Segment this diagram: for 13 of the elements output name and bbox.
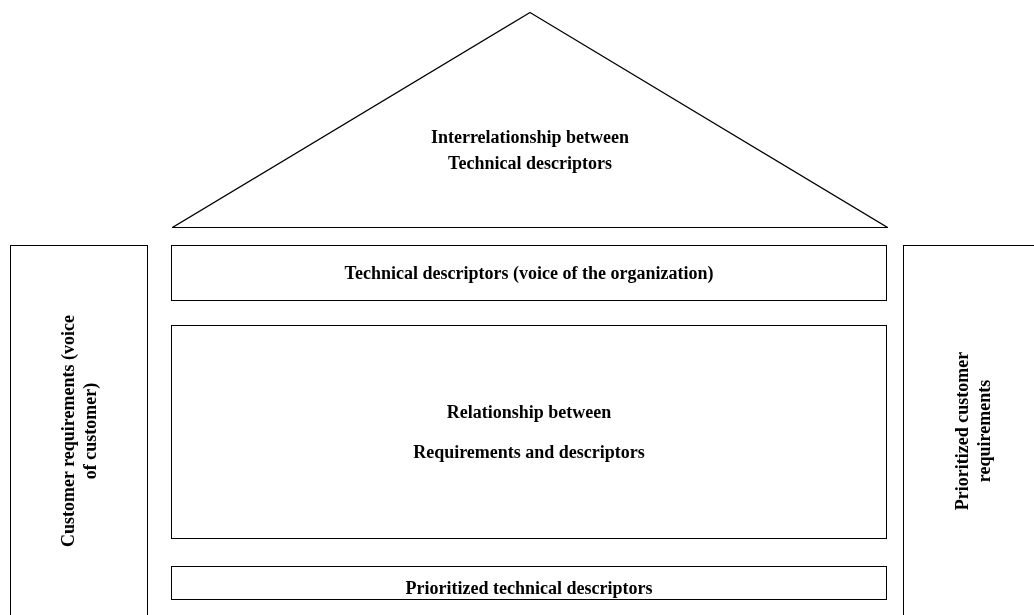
column-label: Prioritized customer requirements — [951, 350, 995, 513]
descriptors-box — [171, 245, 887, 301]
relationship-matrix — [171, 325, 887, 539]
box-label: Relationship between — [446, 401, 612, 423]
box-label: Requirements and descriptors — [413, 441, 645, 463]
roof-triangle — [172, 12, 888, 228]
column-label: Customer requirements (voice of customer) — [57, 314, 101, 549]
roof-label: Interrelationship between Technical descriptors — [429, 126, 631, 175]
requirements-column — [10, 245, 148, 615]
priorities-column — [903, 245, 1034, 615]
box-label: Technical descriptors (voice of the organization) — [344, 262, 714, 284]
prioritized-descriptors-box — [171, 566, 887, 600]
box-label: Prioritized technical descriptors — [405, 577, 653, 599]
